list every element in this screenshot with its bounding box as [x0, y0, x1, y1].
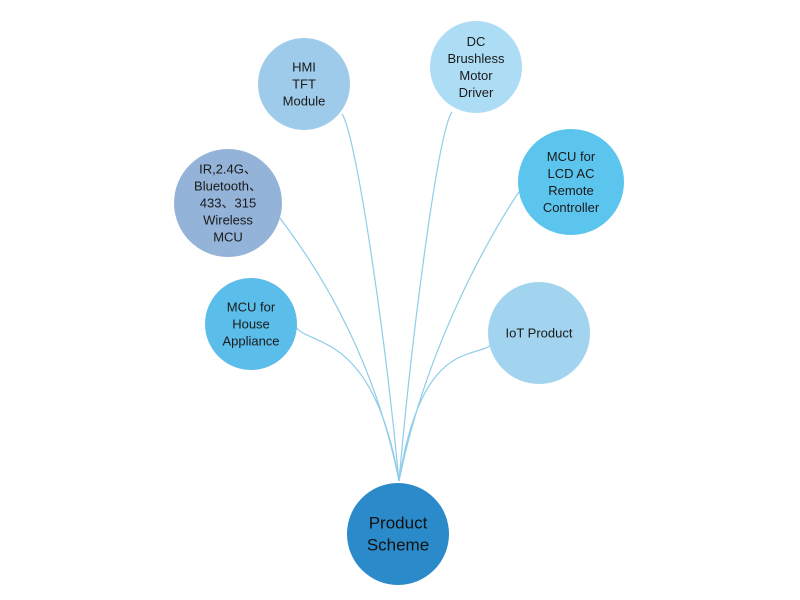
node-hmi-tft-module-label-line: HMI [292, 60, 316, 75]
root-node-label-line: Scheme [367, 536, 429, 555]
node-circle-iot-product [488, 282, 590, 384]
node-circle-wireless-mcu [174, 149, 282, 257]
node-wireless-mcu-label-line: IR,2.4G、 [199, 162, 257, 177]
node-wireless-mcu-label-line: Bluetooth、 [194, 179, 262, 194]
connector-mcu-house-appliance [295, 326, 400, 482]
root-node-label-line: Product [369, 514, 428, 533]
node-mcu-lcd-ac-remote-label-line: LCD AC [548, 166, 595, 181]
node-mcu-house-appliance-label-line: MCU for [227, 300, 276, 315]
node-wireless-mcu-label-line: Wireless [203, 213, 253, 228]
node-wireless-mcu-label-line: 433、315 [200, 196, 256, 211]
connector-hmi-tft-module [341, 113, 400, 482]
root-node-circle [347, 483, 449, 585]
diagram-nodes: HMI TFT Module DC BrushlessMotorDriverIR,2.4… [174, 21, 624, 384]
node-mcu-lcd-ac-remote-label-line: Remote [548, 183, 594, 198]
node-dc-brushless-motor-driver-label-line: Driver [459, 85, 494, 100]
node-hmi-tft-module: HMI TFT Module [258, 38, 350, 130]
node-dc-brushless-motor-driver-label-line: DC [467, 34, 486, 49]
node-circle-dc-brushless-motor-driver [430, 21, 522, 113]
connector-dc-brushless-motor-driver [398, 111, 453, 482]
node-hmi-tft-module-label-line: TFT [292, 77, 316, 92]
node-circle-hmi-tft-module [258, 38, 350, 130]
connector-mcu-lcd-ac-remote [398, 191, 520, 482]
connector-wireless-mcu [279, 217, 400, 482]
node-hmi-tft-module-label-line: Module [283, 94, 326, 109]
connector-iot-product [398, 341, 495, 482]
node-dc-brushless-motor-driver-label-line: Motor [459, 68, 493, 83]
node-mcu-lcd-ac-remote-label-line: Controller [543, 200, 600, 215]
node-mcu-lcd-ac-remote-label-line: MCU for [547, 149, 596, 164]
node-circle-mcu-lcd-ac-remote [518, 129, 624, 235]
node-mcu-house-appliance-label-line: House [232, 317, 270, 332]
node-wireless-mcu-label-line: MCU [213, 230, 243, 245]
node-circle-mcu-house-appliance [205, 278, 297, 370]
node-iot-product-label-line: IoT Product [506, 326, 573, 341]
node-mcu-house-appliance-label-line: Appliance [222, 334, 279, 349]
connector-lines [279, 111, 520, 482]
node-dc-brushless-motor-driver-label-line: Brushless [447, 51, 505, 66]
node-iot-product: IoT Product [488, 282, 590, 384]
